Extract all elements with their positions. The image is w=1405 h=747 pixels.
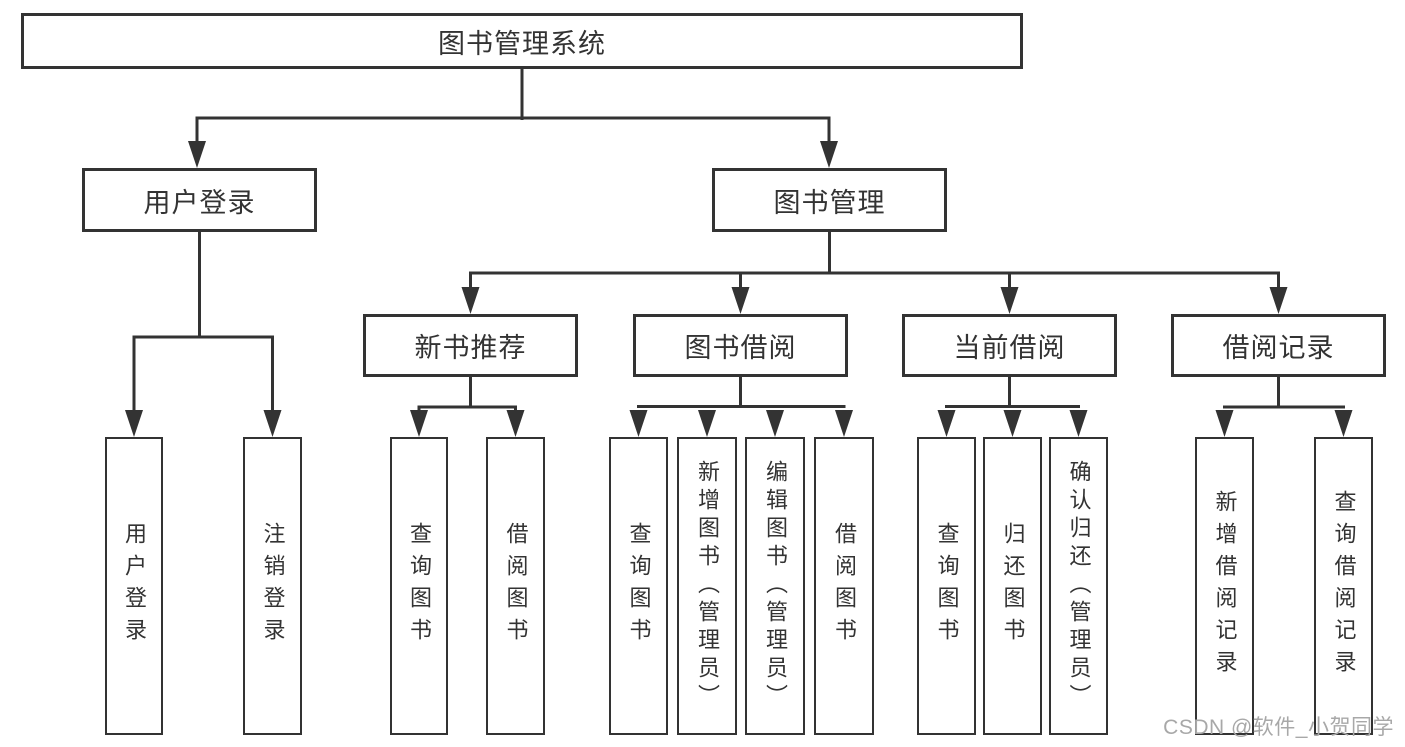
leaf-current-return-books-label: 归还图书 [1000, 522, 1026, 650]
node-new-book-recommendation: 新书推荐 [363, 314, 578, 377]
watermark-text: CSDN @软件_小贺同学 [1163, 716, 1394, 739]
leaf-logout: 注销登录 [243, 437, 302, 735]
node-book-borrowing: 图书借阅 [633, 314, 848, 377]
leaf-borrowing-add-books-admin: 新增图书（管理员） [677, 437, 737, 735]
node-user-login: 用户登录 [82, 168, 317, 232]
node-borrowing-records-label: 借阅记录 [1222, 333, 1335, 363]
node-current-borrowing-label: 当前借阅 [953, 333, 1066, 363]
leaf-logout-label: 注销登录 [260, 522, 286, 650]
leaf-current-confirm-return-admin-label: 确认归还（管理员） [1066, 460, 1092, 712]
leaf-user-login: 用户登录 [105, 437, 163, 735]
node-book-borrowing-label: 图书借阅 [684, 333, 797, 363]
leaf-newbooks-query-books-label: 查询图书 [407, 522, 432, 650]
leaf-current-query-books: 查询图书 [917, 437, 976, 735]
node-user-login-label: 用户登录 [143, 187, 256, 218]
leaf-records-add-record: 新增借阅记录 [1195, 437, 1254, 735]
leaf-borrowing-edit-books-admin: 编辑图书（管理员） [745, 437, 805, 735]
leaf-current-confirm-return-admin: 确认归还（管理员） [1049, 437, 1108, 735]
leaf-borrowing-borrow-books: 借阅图书 [814, 437, 874, 735]
node-library-system: 图书管理系统 [21, 13, 1023, 69]
leaf-current-return-books: 归还图书 [983, 437, 1042, 735]
leaf-newbooks-borrow-books: 借阅图书 [486, 437, 545, 735]
node-new-book-recommendation-label: 新书推荐 [414, 333, 527, 363]
leaf-user-login-label: 用户登录 [122, 522, 147, 650]
leaf-records-query-record: 查询借阅记录 [1314, 437, 1373, 735]
leaf-newbooks-query-books: 查询图书 [390, 437, 448, 735]
node-library-system-label: 图书管理系统 [438, 28, 606, 59]
node-book-management: 图书管理 [712, 168, 947, 232]
leaf-borrowing-edit-books-admin-label: 编辑图书（管理员） [763, 460, 788, 712]
leaf-current-query-books-label: 查询图书 [934, 522, 960, 650]
leaf-borrowing-query-books-label: 查询图书 [626, 522, 652, 650]
leaf-records-query-record-label: 查询借阅记录 [1331, 490, 1357, 682]
leaf-borrowing-borrow-books-label: 借阅图书 [832, 522, 857, 650]
node-book-management-label: 图书管理 [773, 187, 886, 218]
leaf-borrowing-add-books-admin-label: 新增图书（管理员） [695, 460, 720, 712]
leaf-newbooks-borrow-books-label: 借阅图书 [503, 522, 529, 650]
node-borrowing-records: 借阅记录 [1171, 314, 1386, 377]
node-current-borrowing: 当前借阅 [902, 314, 1117, 377]
leaf-records-add-record-label: 新增借阅记录 [1212, 490, 1238, 682]
leaf-borrowing-query-books: 查询图书 [609, 437, 668, 735]
